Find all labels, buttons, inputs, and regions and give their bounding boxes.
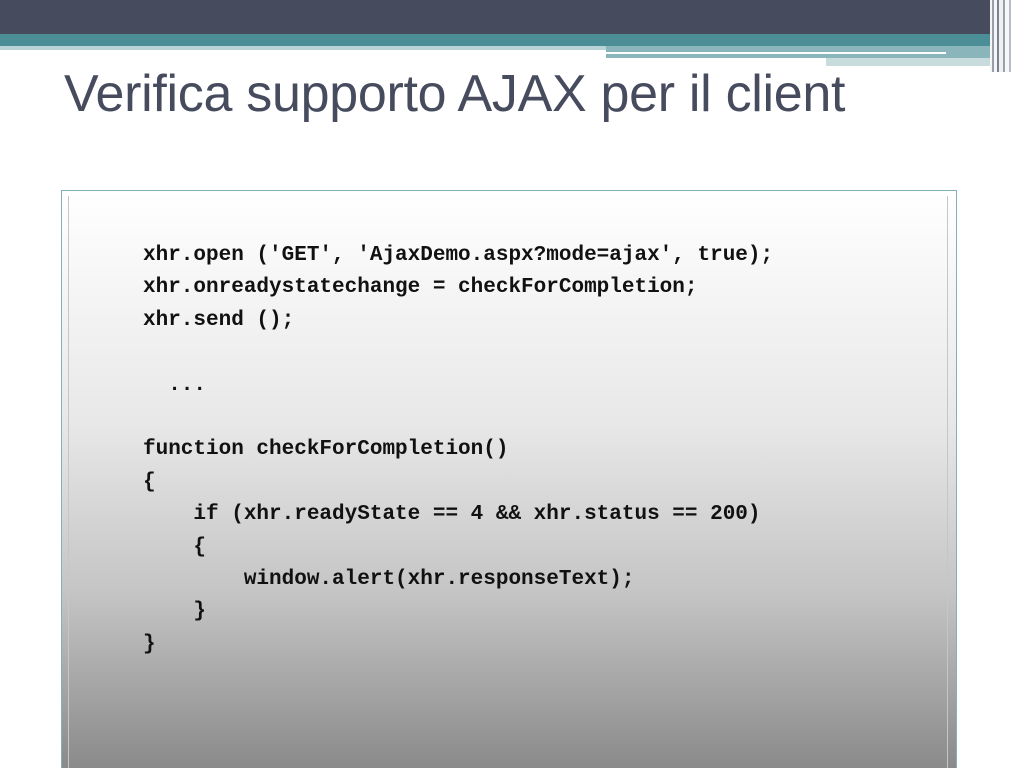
code-line: }: [143, 600, 207, 624]
header-light-strip: [0, 46, 606, 50]
code-line: [143, 402, 773, 434]
code-line: xhr.send ();: [143, 308, 295, 332]
header-bar: [0, 0, 1024, 34]
header-accent-strip: [0, 34, 1024, 46]
code-line: if (xhr.readyState == 4 && xhr.status ==…: [143, 503, 761, 527]
header-divider-line: [606, 52, 946, 54]
code-line: ...: [143, 373, 207, 397]
code-block: xhr.open ('GET', 'AjaxDemo.aspx?mode=aja…: [143, 240, 773, 661]
code-line: window.alert(xhr.responseText);: [143, 567, 635, 591]
code-line: [143, 337, 773, 369]
code-box: [61, 190, 957, 768]
slide-title: Verifica supporto AJAX per il client: [64, 65, 846, 123]
header-lower-step: [826, 58, 1024, 66]
code-line: xhr.onreadystatechange = checkForComplet…: [143, 276, 698, 300]
code-line: function checkForCompletion(): [143, 438, 509, 462]
header-vertical-lines: [990, 0, 1024, 72]
code-line: {: [143, 535, 207, 559]
code-line: xhr.open ('GET', 'AjaxDemo.aspx?mode=aja…: [143, 244, 774, 267]
code-line: }: [143, 632, 156, 656]
code-line: {: [143, 470, 156, 494]
